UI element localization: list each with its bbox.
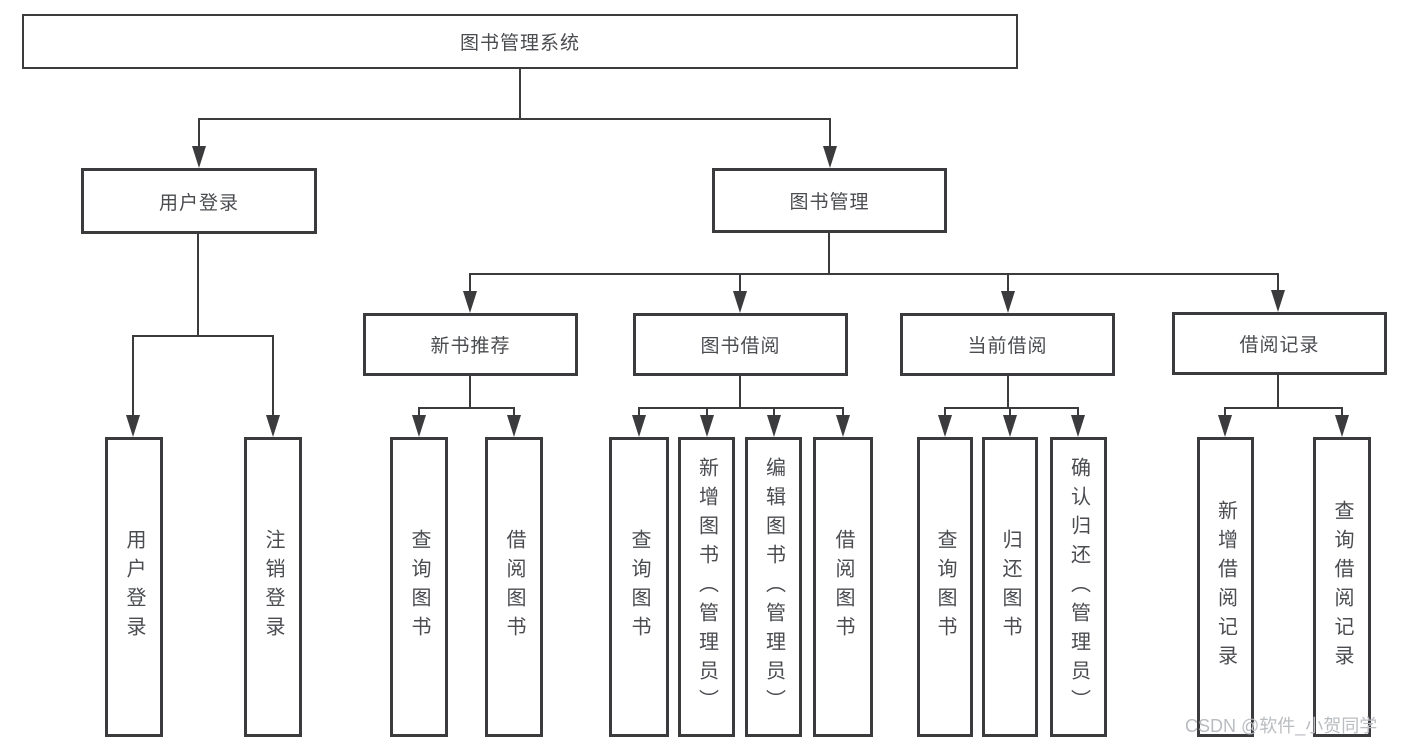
leaf-borrowing-add-books-admin: 新增图书（管理员） <box>678 437 735 737</box>
node-label: 图书借阅 <box>700 336 781 357</box>
node-label: 注销登录 <box>262 529 284 645</box>
node-label: 用户登录 <box>123 529 145 645</box>
node-label: 编辑图书（管理员） <box>762 456 785 718</box>
arrowhead-down <box>1001 291 1015 313</box>
node-label: 借阅图书 <box>503 529 525 645</box>
node-book-management-branch: 图书管理 <box>712 168 947 233</box>
node-book-borrowing: 图书借阅 <box>633 313 848 376</box>
arrowhead-down <box>1071 415 1085 437</box>
leaf-records-query-record: 查询借阅记录 <box>1313 437 1371 737</box>
connector-line <box>829 118 831 148</box>
leaf-current-confirm-return-admin: 确认归还（管理员） <box>1050 437 1107 737</box>
connector-line <box>469 273 1279 275</box>
connector-line <box>132 335 134 417</box>
leaf-borrowing-borrow-books: 借阅图书 <box>813 437 873 737</box>
connector-line <box>197 234 199 335</box>
node-library-management-system: 图书管理系统 <box>22 14 1018 69</box>
connector-line <box>739 273 741 293</box>
connector-line <box>1341 407 1343 417</box>
leaf-user-login: 用户登录 <box>105 437 163 737</box>
node-label: 新书推荐 <box>430 336 511 357</box>
connector-line <box>418 407 420 417</box>
leaf-current-return-books: 归还图书 <box>982 437 1038 737</box>
connector-line <box>1009 407 1011 417</box>
leaf-logout: 注销登录 <box>244 437 302 737</box>
connector-line <box>198 118 831 120</box>
arrowhead-down <box>836 415 850 437</box>
node-label: 新增图书（管理员） <box>695 456 718 718</box>
connector-line <box>739 376 741 407</box>
arrowhead-down <box>1003 415 1017 437</box>
arrowhead-down <box>192 146 206 168</box>
arrowhead-down <box>823 146 837 168</box>
node-user-login-branch: 用户登录 <box>81 168 317 234</box>
connector-line <box>519 69 521 118</box>
arrowhead-down <box>1218 415 1232 437</box>
leaf-recommend-borrow-books: 借阅图书 <box>485 437 543 737</box>
node-borrowing-records: 借阅记录 <box>1172 312 1387 375</box>
arrowhead-down <box>463 291 477 313</box>
connector-line <box>828 233 830 273</box>
arrowhead-down <box>126 415 140 437</box>
connector-line <box>773 407 775 417</box>
connector-line <box>198 118 200 148</box>
node-label: 确认归还（管理员） <box>1067 456 1090 718</box>
connector-line <box>706 407 708 417</box>
arrowhead-down <box>1335 415 1349 437</box>
arrowhead-down <box>767 415 781 437</box>
connector-line <box>1007 273 1009 293</box>
node-label: 用户登录 <box>158 192 239 214</box>
connector-line <box>842 407 844 417</box>
connector-line <box>1277 273 1279 292</box>
leaf-borrowing-edit-books-admin: 编辑图书（管理员） <box>745 437 802 737</box>
leaf-current-query-books: 查询图书 <box>917 437 973 737</box>
arrowhead-down <box>700 415 714 437</box>
arrowhead-down <box>938 415 952 437</box>
node-label: 归还图书 <box>999 529 1021 645</box>
arrowhead-down <box>412 415 426 437</box>
connector-line <box>638 407 640 417</box>
connector-line <box>1277 375 1279 407</box>
node-label: 借阅记录 <box>1239 335 1320 356</box>
node-label: 当前借阅 <box>967 336 1048 357</box>
connector-line <box>132 335 274 337</box>
arrowhead-down <box>266 415 280 437</box>
connector-line <box>944 407 1079 409</box>
node-label: 图书管理系统 <box>459 33 580 54</box>
node-label: 新增借阅记录 <box>1214 500 1237 674</box>
node-current-borrowing: 当前借阅 <box>900 313 1115 376</box>
arrowhead-down <box>507 415 521 437</box>
connector-line <box>944 407 946 417</box>
connector-line <box>418 407 515 409</box>
connector-line <box>1077 407 1079 417</box>
node-label: 借阅图书 <box>832 529 854 645</box>
connector-line <box>1007 376 1009 407</box>
arrowhead-down <box>632 415 646 437</box>
csdn-watermark: CSDN @软件_小贺同学 <box>1185 716 1378 736</box>
connector-line <box>513 407 515 417</box>
arrowhead-down <box>733 291 747 313</box>
leaf-records-add-record: 新增借阅记录 <box>1197 437 1254 737</box>
node-new-book-recommendation: 新书推荐 <box>363 313 578 376</box>
node-label: 查询图书 <box>628 529 650 645</box>
connector-line <box>638 407 844 409</box>
leaf-recommend-query-books: 查询图书 <box>390 437 448 737</box>
connector-line <box>469 273 471 293</box>
arrowhead-down <box>1271 290 1285 312</box>
connector-line <box>1224 407 1226 417</box>
leaf-borrowing-query-books: 查询图书 <box>609 437 669 737</box>
node-label: 查询图书 <box>934 529 956 645</box>
connector-line <box>1224 407 1343 409</box>
node-label: 查询借阅记录 <box>1331 500 1353 674</box>
connector-line <box>272 335 274 417</box>
node-label: 图书管理 <box>789 192 870 213</box>
node-label: 查询图书 <box>408 529 430 645</box>
connector-line <box>469 376 471 407</box>
